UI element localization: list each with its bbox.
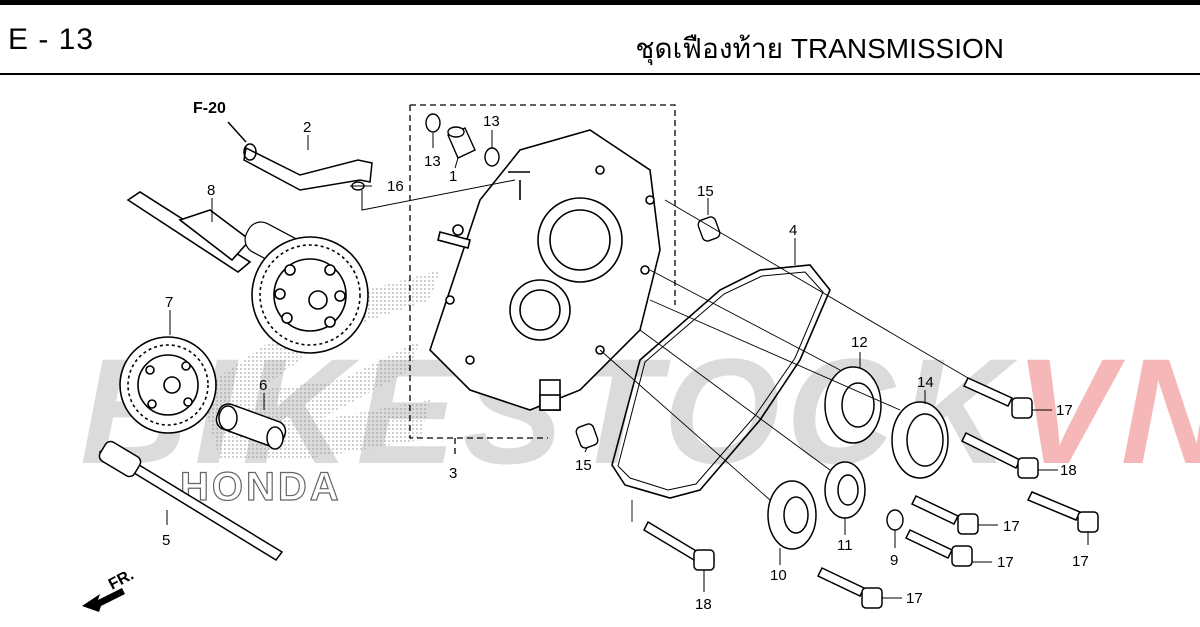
transmission-exploded-diagram: BIKESTOCKVN HONDA (0, 75, 1200, 627)
callout-12: 12 (851, 334, 868, 351)
shaft-5 (98, 440, 284, 561)
pinion-6 (215, 403, 287, 450)
callout-2: 2 (303, 119, 311, 136)
collar-1 (447, 126, 476, 159)
header-divider (0, 73, 1200, 75)
front-arrow-icon: FR. (82, 566, 137, 612)
callout-7: 7 (165, 294, 173, 311)
ref-f20: F-20 (193, 100, 226, 117)
leader-lines (166, 130, 1089, 599)
honda-logo-text: HONDA (180, 465, 342, 509)
callout-9: 9 (890, 552, 898, 569)
callout-6: 6 (259, 377, 267, 394)
callout-17a: 17 (1056, 402, 1073, 419)
honda-wing-logo: HONDA (179, 270, 440, 510)
callout-4: 4 (789, 222, 797, 239)
top-border (0, 0, 1200, 5)
callout-8: 8 (207, 182, 215, 199)
callout-18a: 18 (1060, 462, 1077, 479)
callout-18b: 18 (695, 596, 712, 613)
callout-10: 10 (770, 567, 787, 584)
bearing-11 (824, 461, 866, 519)
washer-13b (484, 147, 500, 167)
hose-2 (227, 121, 373, 191)
callout-17c: 17 (1003, 518, 1020, 535)
parts-drawing: HONDA (82, 100, 1099, 613)
assembly-bracket-3 (409, 104, 676, 455)
callout-17b: 17 (1072, 553, 1089, 570)
oil-seal-14 (891, 401, 949, 479)
callout-1: 1 (449, 168, 457, 185)
callout-15a: 15 (697, 183, 714, 200)
washer-9 (886, 509, 904, 531)
washer-13a (425, 113, 441, 133)
callout-17e: 17 (906, 590, 923, 607)
callout-5: 5 (162, 532, 170, 549)
bearing-10 (767, 480, 817, 550)
gear-7 (119, 336, 217, 434)
page-title: ชุดเฟืองท้าย TRANSMISSION (635, 33, 1004, 64)
callout-14: 14 (917, 374, 934, 391)
callout-13b: 13 (483, 113, 500, 130)
callout-13a: 13 (424, 153, 441, 170)
callout-15b: 15 (575, 457, 592, 474)
callout-16: 16 (387, 178, 404, 195)
bearing-12 (824, 366, 882, 444)
front-indicator-label: FR. (106, 566, 137, 593)
callout-11: 11 (837, 537, 853, 554)
page-header: E - 13 ชุดเฟืองท้าย TRANSMISSION (0, 5, 1200, 73)
page-code: E - 13 (8, 23, 95, 56)
shaft-gear-8 (126, 191, 369, 354)
watermark-country: VN (1014, 327, 1200, 495)
leader-16 (361, 179, 516, 211)
bolts (643, 377, 1099, 609)
callout-3: 3 (449, 465, 457, 482)
callout-17d: 17 (997, 554, 1014, 571)
gasket-4 (611, 264, 831, 499)
alignment-lines (599, 199, 969, 522)
transmission-cover-3 (429, 129, 661, 411)
